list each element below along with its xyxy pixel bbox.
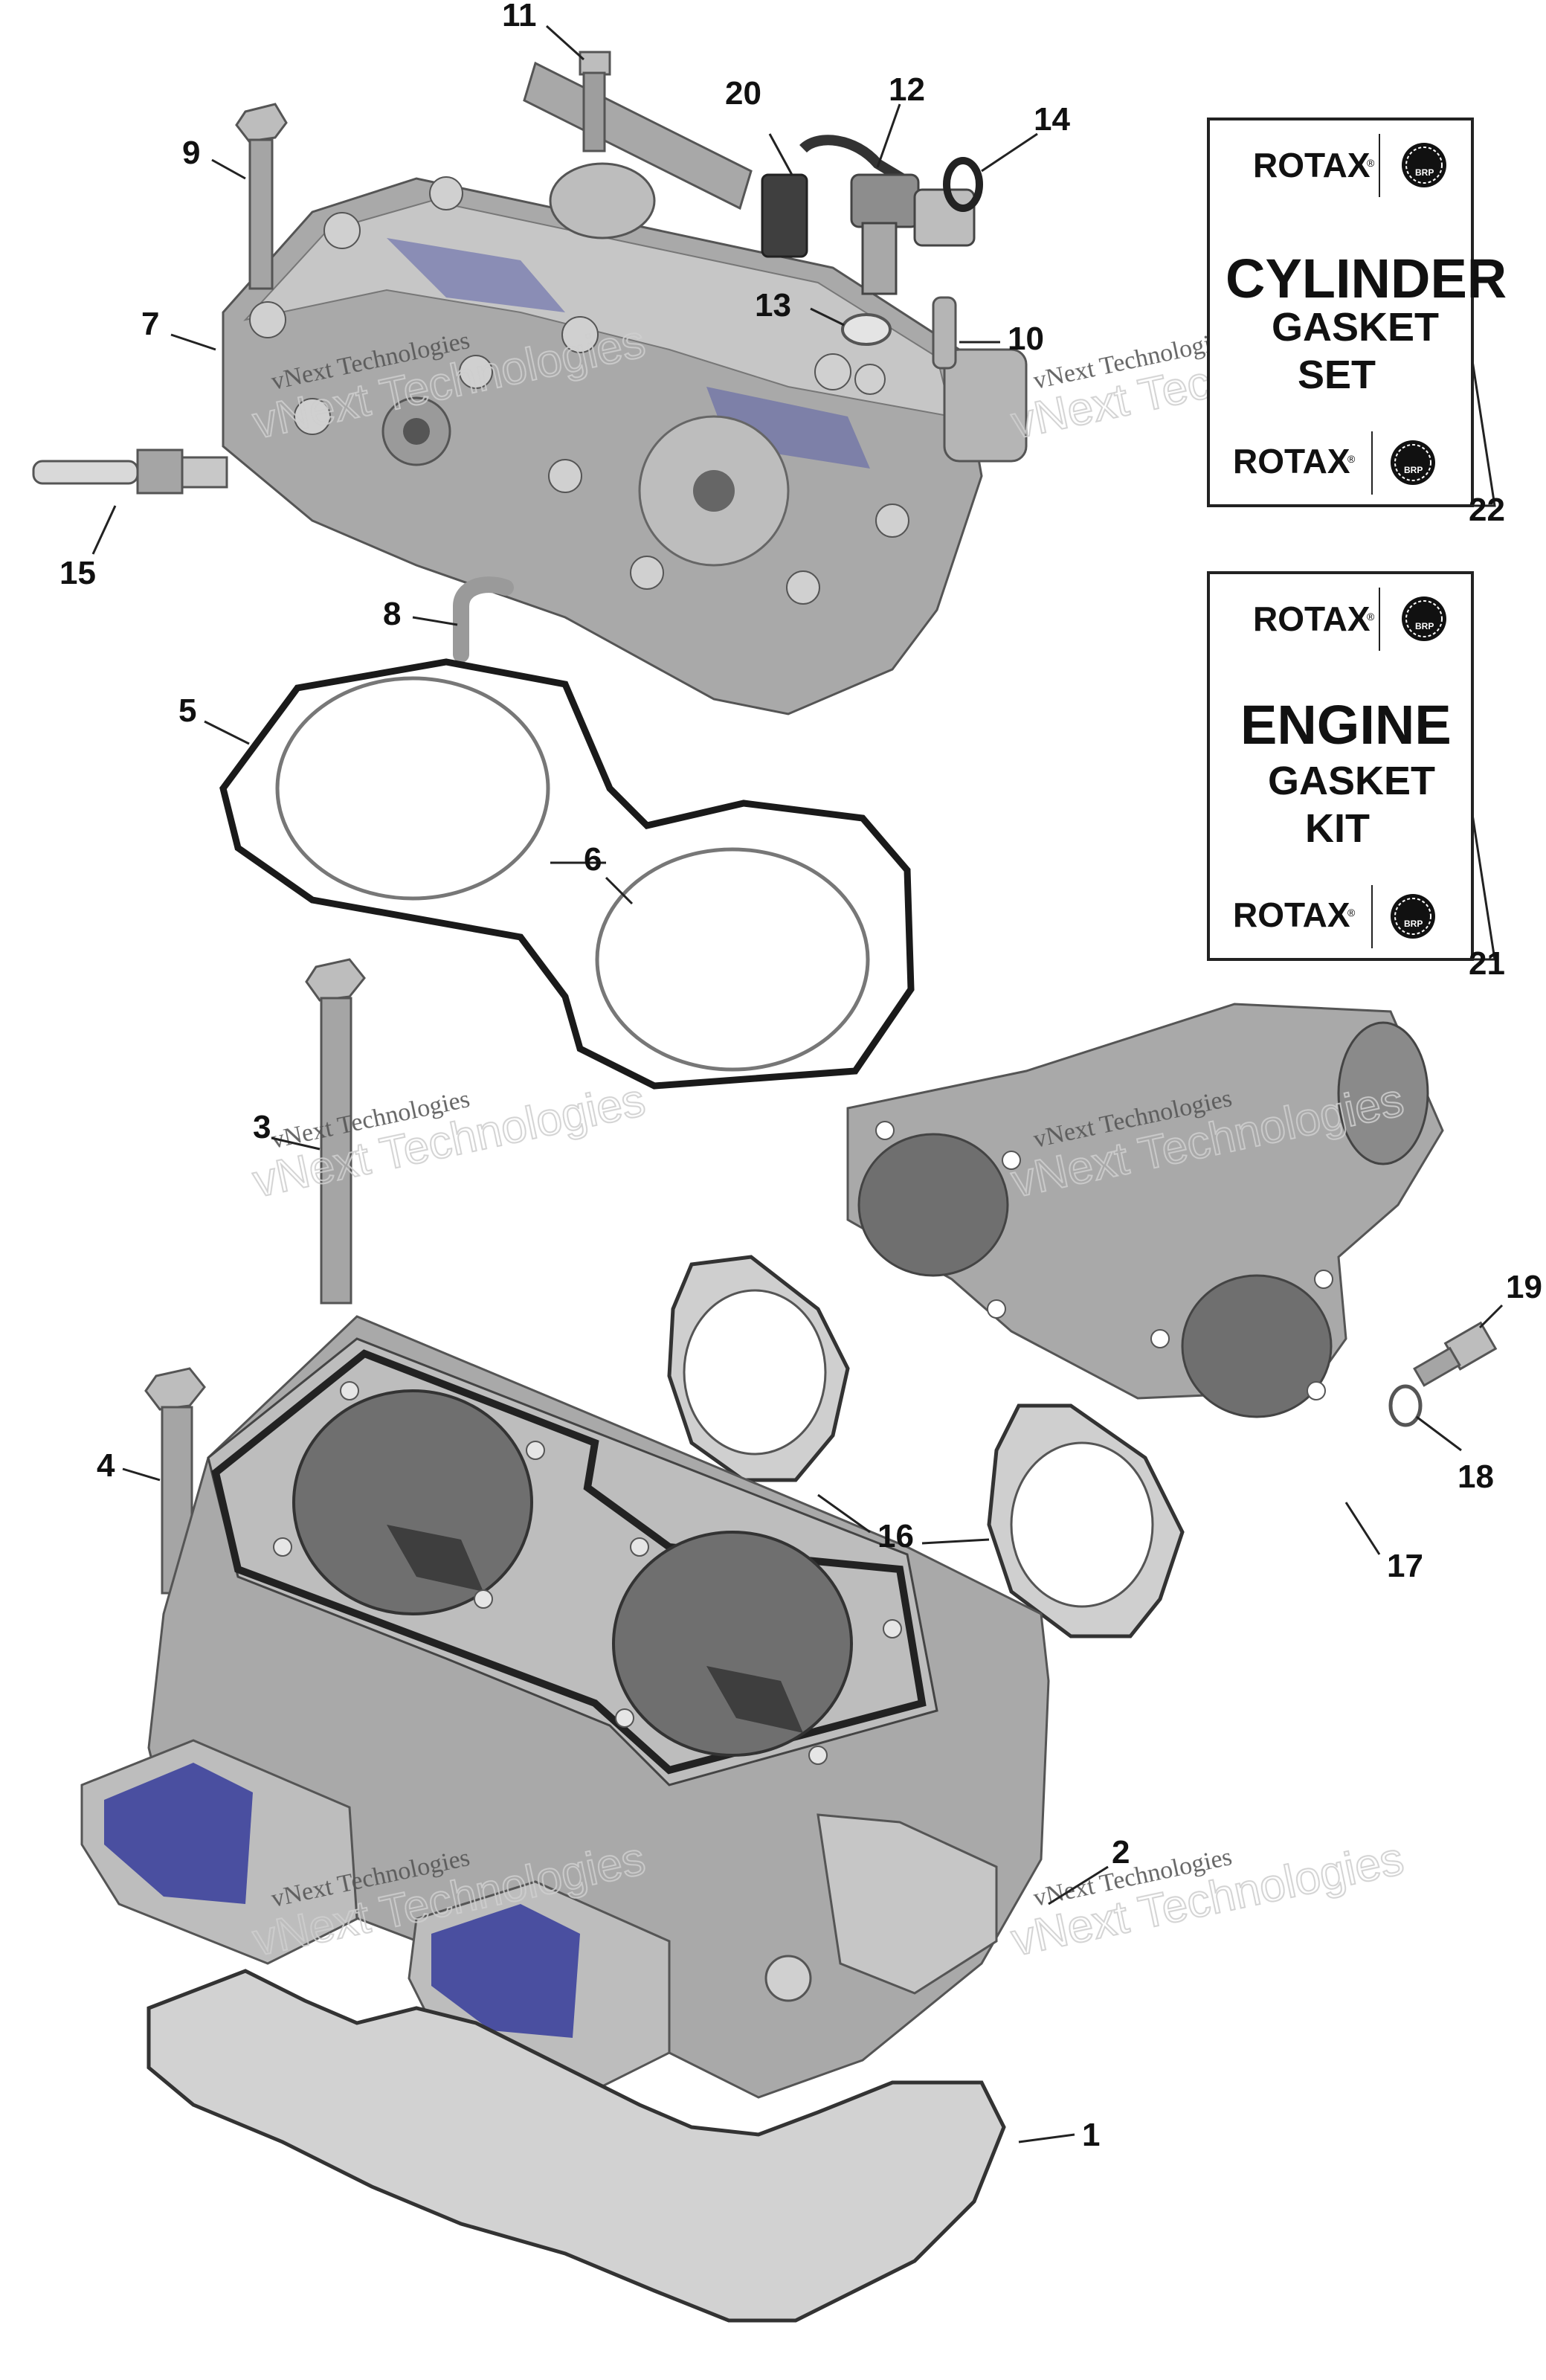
callout-20: 20 [725,75,761,112]
clip-14 [943,157,983,212]
callout-6: 6 [584,841,602,878]
cylinder-block-2 [80,1315,1050,2099]
watermark-6: vNext Technologies vNext Technologies [1006,1833,1408,1967]
kit-title-line3: SET [1298,353,1376,397]
cylinder-head-part [222,176,1028,715]
brp-logo-icon: BRP [1402,596,1446,641]
callout-12: 12 [889,71,925,108]
kit-title-line1: CYLINDER [1225,248,1507,309]
callout-5: 5 [178,692,196,729]
svg-text:BRP: BRP [1404,919,1423,929]
callout-11: 11 [502,0,537,33]
callout-17: 17 [1387,1548,1423,1584]
exhaust-gasket-16-lower [987,1403,1185,1638]
kit-brand-mark: ® [1347,907,1356,919]
kit-brand-mark: ® [1367,157,1375,169]
kit-title-line1: ENGINE [1240,694,1452,756]
exhaust-manifold-17 [846,1003,1444,1418]
callout-1: 1 [1082,2117,1100,2153]
callout-7: 7 [141,306,159,342]
kit-title-line2: GASKET [1268,759,1435,803]
kit-brand-bottom: ROTAX [1233,442,1350,480]
kit-brand-mark: ® [1347,453,1356,465]
kit-title-line2: GASKET [1272,305,1439,350]
watermark-3: vNext Technologies vNext Technologies [248,1074,650,1209]
cylinder-bolt-3 [305,958,366,1305]
kit-title-line3: KIT [1305,806,1370,851]
callout-10: 10 [1008,321,1044,357]
svg-text:BRP: BRP [1415,621,1434,631]
kit-brand-mark: ® [1367,611,1375,623]
washer-18 [1388,1384,1423,1427]
bracket-11 [523,51,753,239]
ring-6-upper [275,676,550,901]
washer-13 [841,313,892,346]
spark-plug-15 [32,448,228,495]
connector-20 [761,173,808,258]
ring-6-lower [595,847,870,1072]
svg-text:BRP: BRP [1415,167,1434,178]
callout-15: 15 [59,555,96,591]
callout-16: 16 [877,1518,914,1554]
base-gasket-1 [146,1969,1006,2323]
callout-2: 2 [1112,1834,1130,1871]
cylinder-gasket-set-box: ROTAX ® BRP CYLINDER GASKET SET ROTAX ® … [1207,118,1507,507]
bolt-19 [1413,1321,1498,1387]
callout-4: 4 [97,1447,115,1484]
brp-logo-icon: BRP [1402,143,1446,187]
fitting-8 [453,576,514,663]
callout-22: 22 [1469,492,1505,528]
callout-19: 19 [1506,1269,1542,1305]
leader-lines [91,25,1504,2143]
callout-18: 18 [1458,1458,1494,1495]
brp-logo-icon: BRP [1391,440,1435,485]
kit-brand-top: ROTAX [1253,146,1371,184]
fitting-10 [932,296,957,370]
exhaust-gasket-16-upper [667,1255,850,1482]
svg-text:BRP: BRP [1404,465,1423,475]
callout-8: 8 [383,596,401,632]
kit-brand-top: ROTAX [1253,599,1371,638]
callout-3: 3 [253,1109,271,1145]
o-ring-5 [219,658,915,1090]
callout-9: 9 [182,135,200,171]
head-bolt-9 [235,103,288,290]
callout-14: 14 [1034,101,1070,138]
callout-13: 13 [755,287,791,324]
brp-logo-icon: BRP [1391,894,1435,939]
kit-brand-bottom: ROTAX [1233,895,1350,934]
sensor-12 [799,135,976,295]
callout-21: 21 [1469,945,1505,982]
engine-gasket-kit-box: ROTAX ® BRP ENGINE GASKET KIT ROTAX ® BR… [1207,571,1496,961]
callout-labels: 1 2 3 4 5 6 7 8 9 10 11 12 13 14 15 16 1… [59,0,1542,2153]
